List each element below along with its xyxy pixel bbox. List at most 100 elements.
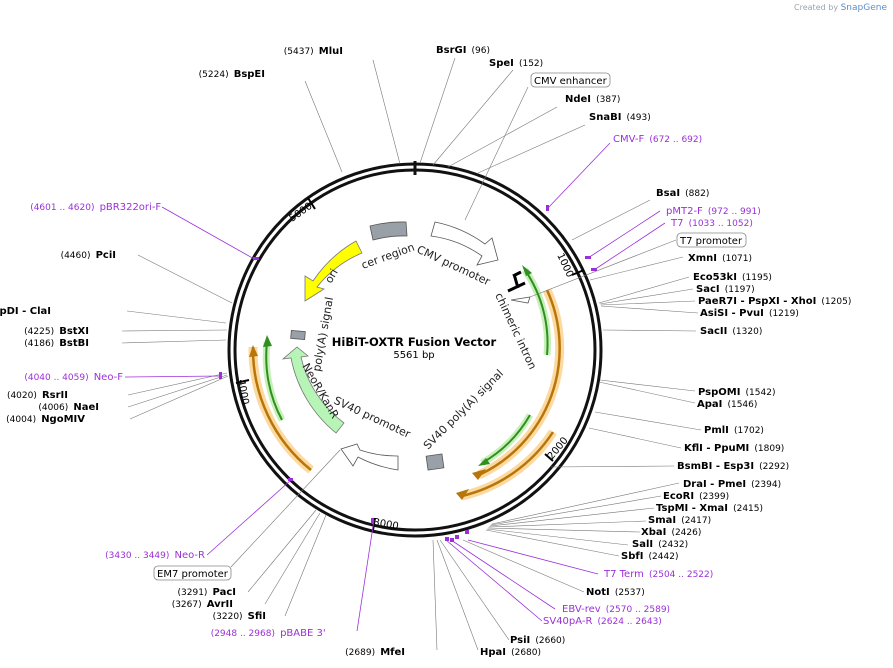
primer-range: (4601 .. 4620) [30, 203, 94, 213]
enzyme-label: XbaI (2426) [641, 520, 701, 539]
enzyme-position: (1702) [734, 426, 764, 436]
enzyme-label: ApaI (1546) [697, 392, 757, 411]
enzyme-name: SpeI [489, 58, 514, 69]
enzyme-label: BsaI (882) [656, 181, 709, 200]
primer-range: (2624 .. 2643) [598, 617, 662, 627]
enzyme-name: BstXI [59, 326, 89, 337]
t7-promoter-arrow [510, 296, 531, 304]
enzyme-label: Eco53kI (1195) [693, 265, 772, 284]
enzyme-position: (2415) [733, 504, 763, 514]
enzyme-position: (2432) [658, 540, 688, 550]
enzyme-label: SnaBI (493) [589, 105, 651, 124]
enzyme-position: (493) [627, 113, 651, 123]
enzyme-label: (4004) NgoMIV [6, 407, 85, 426]
orf-arrows [248, 288, 565, 501]
primer-name: T7 Term [603, 569, 644, 580]
primer-range: (1033 .. 1052) [689, 219, 753, 229]
enzyme-position: (882) [685, 189, 709, 199]
primer-range: (4040 .. 4059) [24, 373, 88, 383]
enzyme-name: SmaI [648, 515, 676, 526]
enzyme-name: PmlI [704, 425, 729, 436]
enzyme-name: XbaI [641, 527, 666, 538]
enzyme-label: (4006) NaeI [38, 395, 99, 414]
green-arrows [262, 265, 552, 467]
primer-label: (2948 .. 2968) pBABE 3' [211, 621, 326, 640]
enzyme-position: (2680) [511, 648, 541, 658]
enzyme-position: (387) [596, 95, 620, 105]
primer-name: SV40pA-R [543, 616, 592, 627]
em7-promoter-box: EM7 promoter [153, 449, 341, 581]
enzyme-label: (4460) PciI [61, 243, 116, 262]
primer-leaders [124, 142, 666, 632]
primer-range: (3430 .. 3449) [105, 551, 169, 561]
enzyme-name: PacI [213, 587, 236, 598]
enzyme-label: PspOMI (1542) [698, 380, 775, 399]
enzyme-name: BsaI [656, 188, 680, 199]
sv40-polya-box [425, 453, 445, 471]
enzyme-position: (5437) [284, 47, 314, 57]
enzyme-name: BsrGI [436, 45, 466, 56]
primer-name: Neo-F [94, 372, 124, 383]
primer-label: (4040 .. 4059) Neo-F [24, 365, 123, 384]
enzyme-position: (2537) [615, 588, 645, 598]
enzyme-position: (4460) [61, 251, 91, 261]
enzyme-label: XmnI (1071) [688, 246, 752, 265]
enzyme-name: MluI [319, 46, 343, 57]
sv40-polya-label: SV40 poly(A) signal [421, 367, 506, 452]
enzyme-name: PsiI [510, 635, 530, 646]
enzyme-position: (1195) [742, 273, 772, 283]
primer-range: (2504 .. 2522) [649, 570, 713, 580]
enzyme-position: (2660) [535, 636, 565, 646]
enzyme-name: NotI [586, 587, 610, 598]
enzyme-label: (2689) MfeI [345, 640, 405, 659]
enzyme-name: PaeR7I - PspXI - XhoI [698, 296, 816, 307]
enzyme-position: (4020) [7, 391, 37, 401]
enzyme-label: (4285) BspDI - ClaI [0, 299, 51, 318]
enzyme-position: (1546) [727, 400, 757, 410]
enzyme-name: XmnI [688, 253, 717, 264]
enzyme-label: (3220) SfiI [213, 604, 266, 623]
enzyme-position: (2399) [699, 492, 729, 502]
enzyme-name: NdeI [565, 94, 591, 105]
enzyme-label: PaeR7I - PspXI - XhoI (1205) [698, 289, 851, 308]
enzyme-label: SmaI (2417) [648, 508, 711, 527]
enzyme-name: EcoRI [663, 491, 694, 502]
enzyme-name: AvrII [207, 599, 233, 610]
plasmid-name: HiBiT-OXTR Fusion Vector [332, 335, 497, 349]
enzyme-position: (2689) [345, 648, 375, 658]
enzyme-name: KflI - PpuMI [684, 443, 749, 454]
enzyme-name: AsiSI - PvuI [700, 308, 764, 319]
primer-range: (972 .. 991) [708, 207, 761, 217]
primer-labels: CMV-F (672 .. 692)pMT2-F (972 .. 991)T7 … [24, 134, 761, 640]
enzyme-name: BspEI [234, 69, 265, 80]
enzyme-position: (1320) [732, 327, 762, 337]
enzyme-position: (1219) [769, 309, 799, 319]
snapgene-brand: SnapGene [840, 3, 887, 13]
enzyme-position: (2417) [681, 516, 711, 526]
enzyme-name: BsmBI - Esp3I [677, 461, 754, 472]
primer-label: (4601 .. 4620) pBR322ori-F [30, 195, 161, 214]
enzyme-position: (2426) [671, 528, 701, 538]
enzyme-name: SacII [700, 326, 727, 337]
primer-name: CMV-F [613, 134, 644, 145]
enzyme-position: (2292) [759, 462, 789, 472]
enzyme-position: (152) [519, 59, 543, 69]
enzyme-name: PspOMI [698, 387, 740, 398]
primer-name: pMT2-F [666, 206, 703, 217]
enzyme-position: (1197) [725, 285, 755, 295]
neor-arrow [281, 346, 345, 434]
enzyme-name: SbfI [621, 551, 643, 562]
enzyme-position: (1542) [746, 388, 776, 398]
enzyme-position: (2394) [751, 480, 781, 490]
enzyme-label: NotI (2537) [586, 580, 645, 599]
enzyme-label: DraI - PmeI (2394) [683, 472, 781, 491]
enzyme-name: SacI [696, 284, 720, 295]
enzyme-label: (3267) AvrII [172, 592, 233, 611]
enzyme-label: PmlI (1702) [704, 418, 764, 437]
enzyme-name: SalI [632, 539, 653, 550]
primer-name: pBABE 3' [280, 628, 326, 639]
primer-name: T7 [670, 218, 683, 229]
enzyme-name: HpaI [480, 647, 506, 658]
enzyme-label: AsiSI - PvuI (1219) [700, 301, 799, 320]
